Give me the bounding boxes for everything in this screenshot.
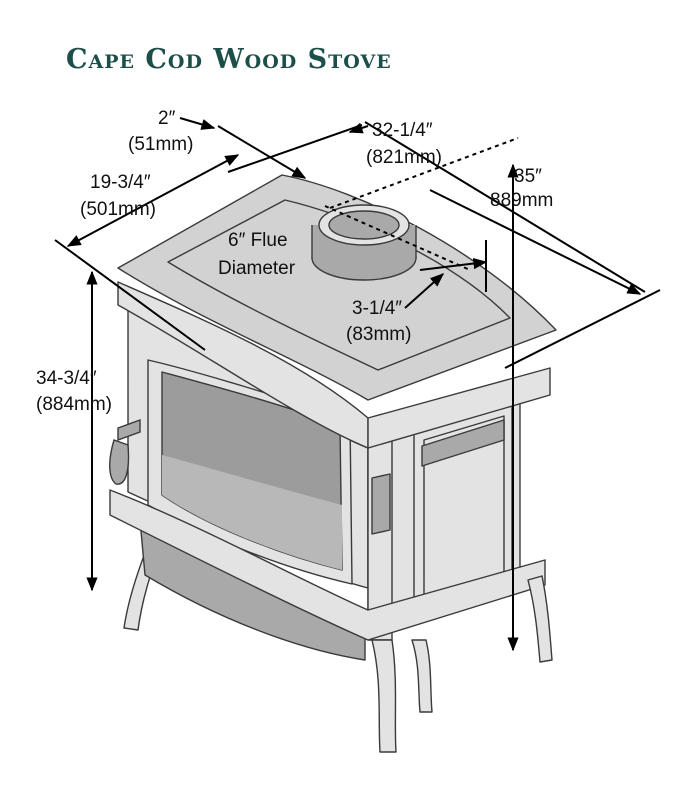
flue-centerline [329, 137, 519, 209]
offset-line-b [419, 257, 488, 271]
flue-offset-imperial: 3-1/4″ [352, 298, 402, 319]
flue-offset-metric: (83mm) [346, 324, 411, 345]
pillar-plate [371, 473, 391, 535]
flue-depth-metric: 889mm [490, 190, 553, 211]
front-band [367, 367, 551, 449]
clearance-top-imperial: 2″ [158, 108, 176, 129]
diagram-title: Cape Cod Wood Stove [66, 44, 392, 75]
clearance-top-metric: (51mm) [128, 134, 193, 155]
width-arrow [364, 121, 646, 293]
depth-metric: (501mm) [80, 199, 156, 220]
flue-depth-imperial: 35″ [514, 166, 542, 187]
flue-depth-line [429, 189, 642, 295]
stove [109, 174, 557, 753]
offset-pointer [404, 273, 445, 309]
front-mid-leg [411, 639, 433, 713]
height-imperial: 34-3/4″ [36, 368, 97, 389]
depth-imperial: 19-3/4″ [90, 172, 151, 193]
height-metric: (884mm) [36, 394, 112, 415]
dimension-lines [54, 117, 661, 652]
depth-arrow [66, 154, 240, 247]
front-right-leg [527, 575, 553, 663]
flue-diameter-line2: Diameter [218, 258, 296, 279]
dimension-labels: 2″ (51mm) 32-1/4″ (821mm) 19-3/4″ (501mm… [36, 108, 553, 415]
door-handle [109, 419, 141, 485]
side-panel-vent [421, 419, 505, 467]
firebox-floor [162, 455, 342, 570]
front-left-leg [371, 639, 397, 753]
flue-diameter-line1: 6″ Flue [228, 230, 288, 251]
base-band [109, 489, 546, 641]
flue-centerline-b [324, 205, 471, 271]
width-imperial: 32-1/4″ [372, 120, 433, 141]
flue-opening [328, 210, 400, 240]
width-metric: (821mm) [366, 147, 442, 168]
